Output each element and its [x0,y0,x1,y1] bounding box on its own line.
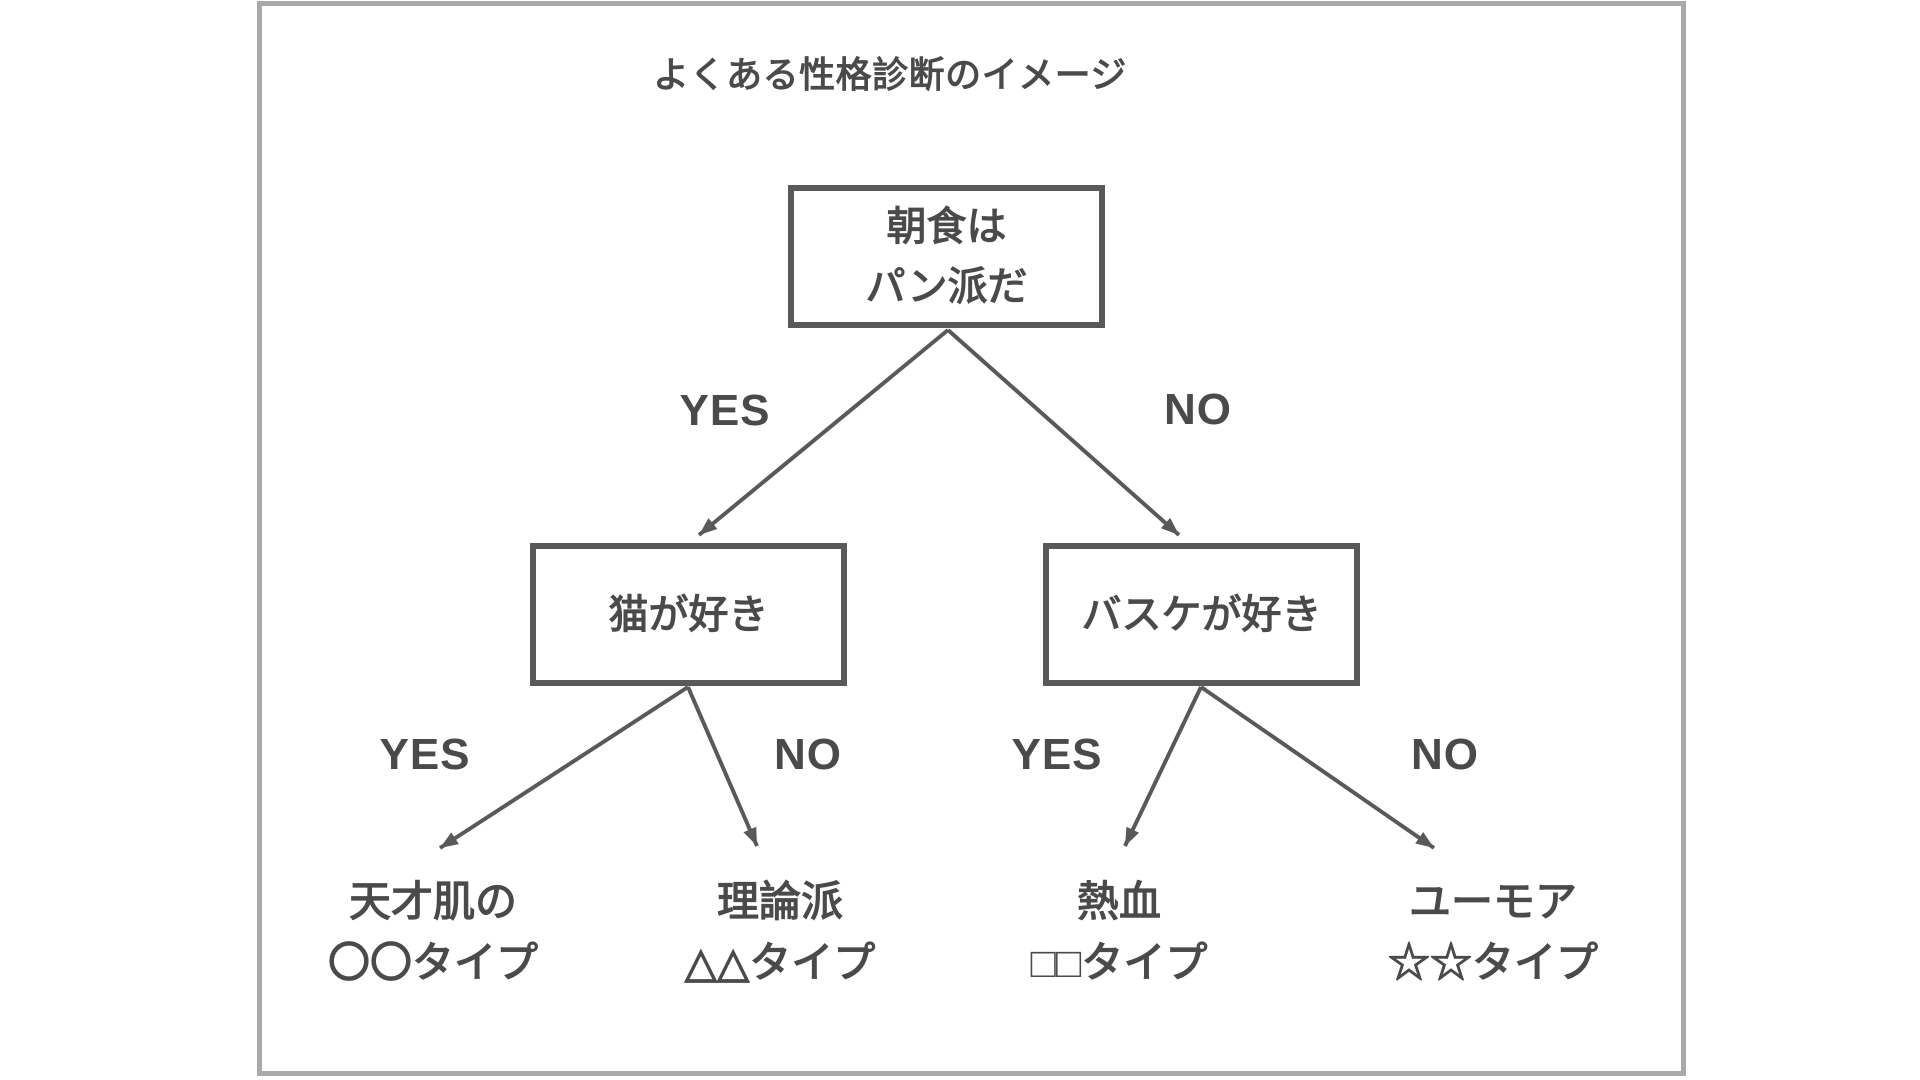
edge-label-left-yes: YES [379,730,471,779]
node-cats-question: 猫が好き [530,543,847,686]
leaf-humor-type: ユーモア ☆☆タイプ [1387,878,1598,986]
edge-label-root-no: NO [1164,385,1232,434]
edge-label-root-yes: YES [679,386,771,435]
node-basketball-question: バスケが好き [1043,543,1360,686]
node-basketball-question-label: バスケが好き [1081,592,1322,637]
node-cats-question-label: 猫が好き [608,592,769,637]
leaf-hotblood-type: 熱血 □□タイプ [1030,878,1208,986]
node-breakfast-question: 朝食は パン派だ [788,185,1105,328]
edge-label-right-no: NO [1411,730,1479,779]
diagram-title: よくある性格診断のイメージ [653,54,1127,95]
diagram-frame [257,1,1686,1076]
leaf-logical-type: 理論派 △△タイプ [684,878,876,986]
node-breakfast-question-label: 朝食は パン派だ [865,204,1028,309]
leaf-genius-type: 天才肌の 〇〇タイプ [327,878,538,986]
edge-label-right-yes: YES [1011,730,1103,779]
edge-label-left-no: NO [774,730,842,779]
